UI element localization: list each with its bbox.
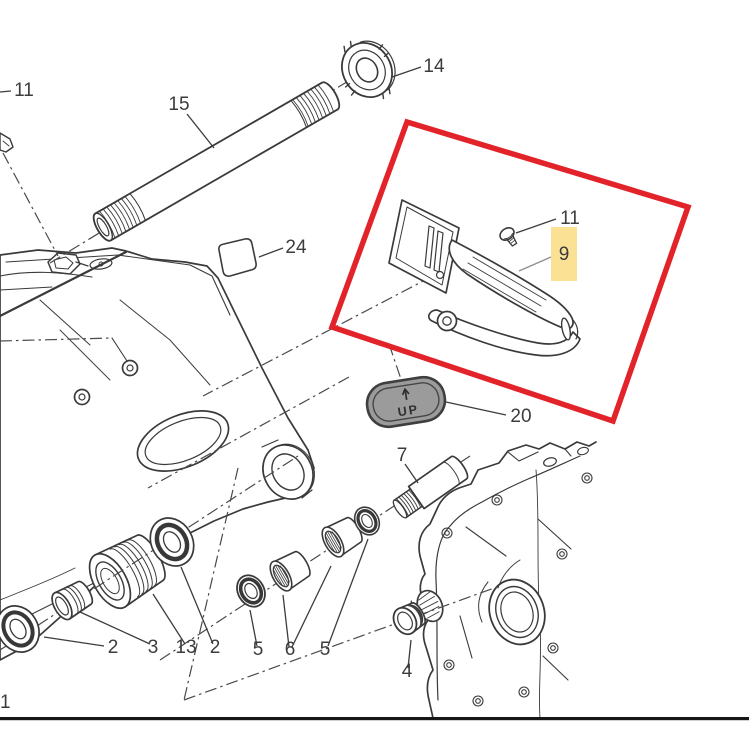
callout-protection-pad[interactable]: 24 [285, 237, 307, 258]
seal-ring-outer-drawing [236, 574, 266, 608]
chain-guard-screw-drawing [499, 227, 518, 247]
spacer-drawing [51, 580, 94, 621]
callout-seal-ring-outer[interactable]: 5 [253, 639, 264, 660]
callout-swingarm[interactable]: 1 [0, 692, 11, 713]
callout-chain-guard[interactable]: 9 [559, 244, 570, 265]
plug-drawing [392, 602, 426, 636]
axle-drawing [92, 81, 341, 242]
callout-pivot-pin[interactable]: 7 [397, 445, 408, 466]
callout-seal-ring-inner[interactable]: 5 [320, 639, 331, 660]
bearing-inner-drawing [149, 517, 195, 567]
callout-rear-wheel-axle[interactable]: 15 [168, 94, 189, 115]
pivot-pin-drawing [392, 455, 469, 519]
highlight-swatch [551, 227, 577, 281]
callout-axle-ring-nut[interactable]: 14 [423, 56, 445, 77]
callout-bearing-outer[interactable]: 2 [108, 637, 119, 658]
axle-nut-drawing [341, 40, 396, 100]
needle-bearing-b-drawing [321, 516, 363, 558]
swingarm-drawing [0, 247, 315, 661]
needle-bearing-a-drawing [269, 550, 311, 592]
callout-rubber-pad[interactable]: 20 [510, 406, 531, 427]
callout-bearing-inner[interactable]: 2 [210, 637, 221, 658]
up-marking-text: UP [397, 402, 420, 419]
rubber-pad-drawing: UP [365, 375, 447, 429]
callout-plug[interactable]: 4 [402, 661, 413, 682]
callout-needle-bearings[interactable]: 6 [285, 639, 296, 660]
callout-screw-top-left[interactable]: 11 [14, 80, 34, 101]
up-arrow-icon [401, 388, 410, 401]
callout-ring-nut[interactable]: 13 [175, 637, 196, 658]
bearing-outer-drawing [0, 605, 40, 653]
leader-lines [0, 66, 557, 669]
bottom-rule [0, 717, 749, 721]
highlight-box [328, 118, 692, 425]
screw-fragment-drawing [0, 132, 14, 153]
chain-guard-drawing [388, 199, 581, 357]
callout-spacer[interactable]: 3 [148, 637, 159, 658]
leader-chain-guard [518, 256, 552, 272]
callout-chain-guard-screw[interactable]: 11 [560, 208, 580, 229]
seal-ring-inner-drawing [353, 506, 381, 536]
protection-pad-drawing [218, 238, 257, 277]
